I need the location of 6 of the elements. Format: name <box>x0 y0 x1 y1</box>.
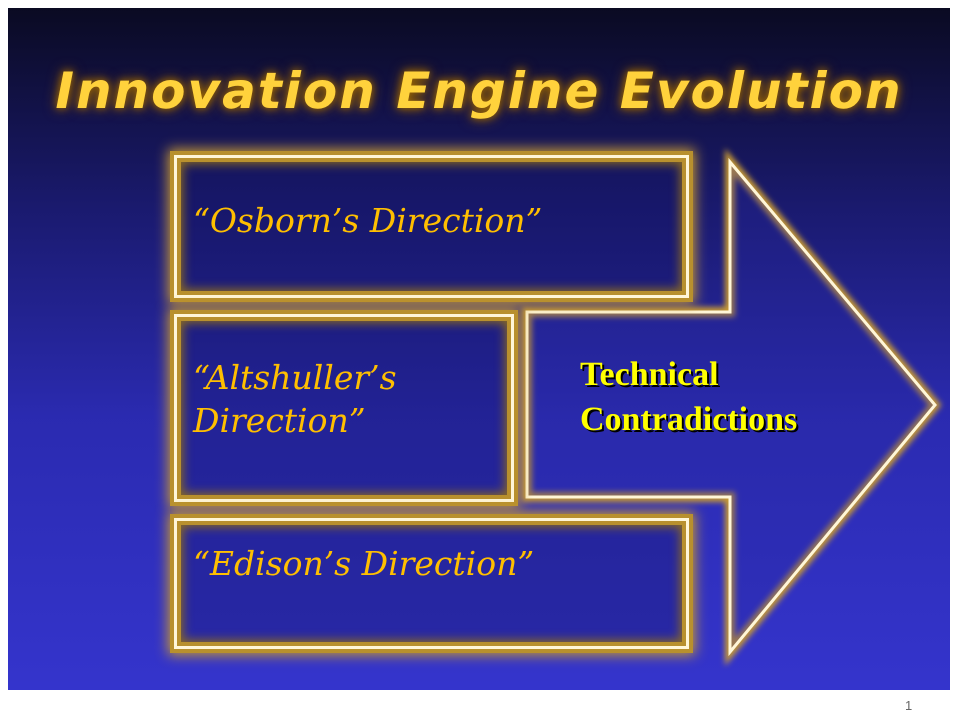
arrow-label: Technical Contradictions <box>580 355 798 440</box>
box-label: “Altshuller’s Direction” <box>193 357 398 442</box>
page-number: 1 <box>905 698 912 713</box>
box-label: “Edison’s Direction” <box>193 543 536 585</box>
box-label: “Osborn’s Direction” <box>193 200 544 242</box>
slide-title: Innovation Engine Evolution <box>54 62 904 120</box>
